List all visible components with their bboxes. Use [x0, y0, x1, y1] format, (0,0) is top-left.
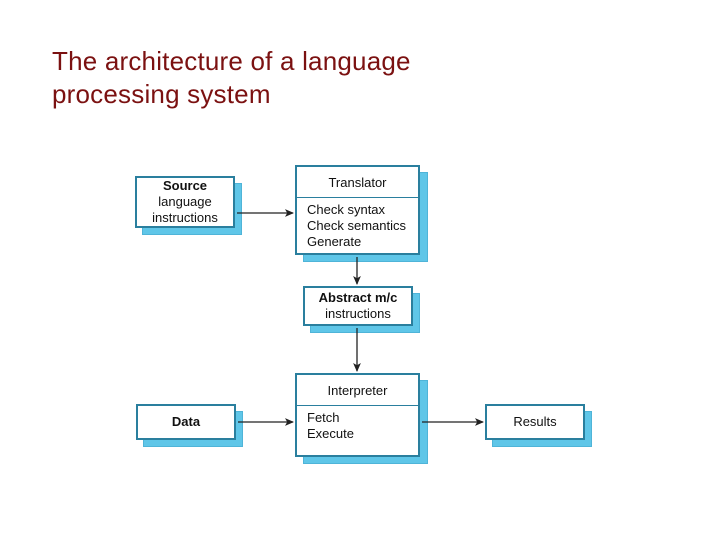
interpreter-body-line-1: Fetch [307, 410, 340, 425]
translator-title: Translator [328, 174, 387, 190]
node-results[interactable]: Results [485, 404, 585, 440]
node-data[interactable]: Data [136, 404, 236, 440]
page-title: The architecture of a language processin… [52, 46, 411, 109]
translator-header: Translator [297, 167, 418, 198]
node-abstract-mc-instructions[interactable]: Abstract m/c instructions [303, 286, 413, 326]
interpreter-body: Fetch Execute [297, 406, 418, 455]
interpreter-title: Interpreter [327, 382, 388, 398]
translator-body-line-2: Check semantics [307, 218, 406, 233]
data-line-1: Data [171, 414, 201, 429]
node-interpreter[interactable]: Interpreter Fetch Execute [295, 373, 420, 457]
translator-body-line-3: Generate [307, 234, 362, 249]
interpreter-header: Interpreter [297, 375, 418, 406]
results-line-1: Results [513, 414, 557, 429]
translator-body: Check syntax Check semantics Generate [297, 198, 418, 253]
interpreter-body-line-2: Execute [307, 426, 354, 441]
node-source-language-instructions[interactable]: Source language instructions [135, 176, 235, 228]
source-line-3: instructions [152, 210, 218, 225]
abstract-line-1: Abstract m/c [318, 290, 398, 305]
source-line-1: Source [162, 178, 208, 193]
node-translator[interactable]: Translator Check syntax Check semantics … [295, 165, 420, 255]
translator-body-line-1: Check syntax [307, 202, 386, 217]
source-line-2: language [158, 194, 212, 209]
abstract-line-2: instructions [325, 306, 391, 321]
